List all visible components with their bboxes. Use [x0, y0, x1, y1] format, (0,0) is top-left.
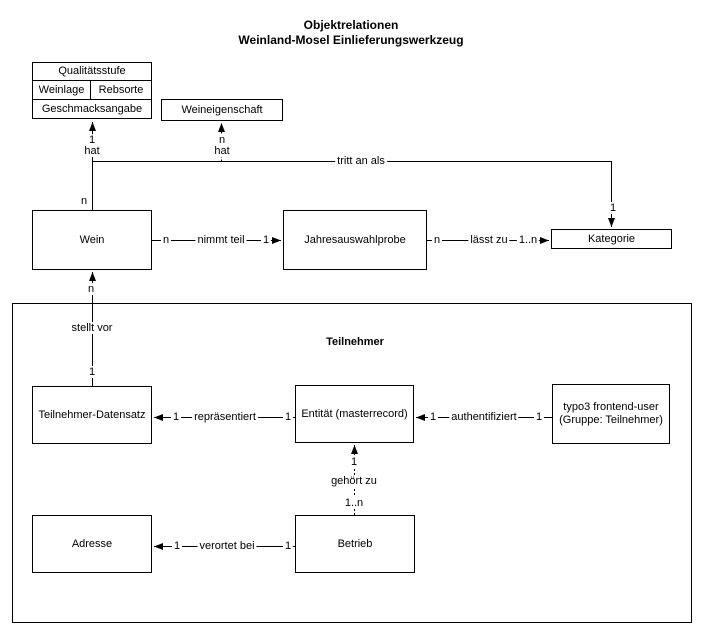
cardinality-tritt-an-als-kategorie: 1: [607, 202, 619, 214]
entity-typo3-frontend-user: typo3 frontend-user (Gruppe: Teilnehmer): [552, 384, 670, 444]
entity-teilnehmer-datensatz: Teilnehmer-Datensatz: [32, 386, 152, 444]
relation-label-hat-qualitaetsstufe: hat: [82, 145, 102, 157]
relation-label-repraesentiert: repräsentiert: [192, 411, 258, 423]
entity-wein: Wein: [32, 210, 152, 270]
entity-adresse-label: Adresse: [71, 537, 113, 550]
cardinality-nimmt-teil-wein: n: [160, 234, 172, 246]
entity-betrieb-label: Betrieb: [337, 537, 373, 550]
cardinality-verortet-bei-adresse: 1: [171, 540, 183, 552]
entity-qualitaetsstufe: Qualitätsstufe: [33, 63, 151, 81]
cardinality-repraesentiert-entitaet: 1: [282, 411, 294, 423]
cardinality-gehoert-zu-entitaet: 1: [348, 456, 360, 468]
group-box-teilnehmer: [12, 303, 692, 623]
relation-label-nimmt-teil: nimmt teil: [195, 234, 247, 246]
cardinality-authentifiziert-entitaet: 1: [427, 411, 439, 423]
cardinality-laesst-zu-jahresauswahlprobe: n: [431, 234, 443, 246]
entity-geschmacksangabe: Geschmacksangabe: [41, 102, 143, 115]
entity-jahresauswahlprobe: Jahresauswahlprobe: [283, 210, 427, 270]
diagram-title-line1: Objektrelationen: [303, 18, 399, 32]
cardinality-stellt-vor-wein: n: [85, 283, 97, 295]
relation-label-verortet-bei: verortet bei: [197, 540, 257, 552]
entity-weineigenschaft: Weineigenschaft: [161, 99, 283, 121]
cardinality-stellt-vor-teilnehmer-datensatz: 1: [86, 366, 98, 378]
relation-label-stellt-vor: stellt vor: [69, 322, 115, 334]
entity-adresse: Adresse: [32, 515, 152, 573]
relation-label-laesst-zu: lässt zu: [468, 234, 510, 246]
entity-weinlage: Weinlage: [33, 81, 91, 99]
diagram-title: Objektrelationen Weinland-Mosel Einliefe…: [0, 18, 702, 48]
entity-kategorie: Kategorie: [551, 229, 672, 249]
entity-teilnehmer-datensatz-label: Teilnehmer-Datensatz: [38, 408, 146, 421]
cardinality-laesst-zu-kategorie: 1..n: [516, 234, 540, 246]
cardinality-verortet-bei-betrieb: 1: [282, 540, 294, 552]
entity-typo3-frontend-user-line2: (Gruppe: Teilnehmer): [559, 414, 663, 426]
diagram-title-line2: Weinland-Mosel Einlieferungswerkzeug: [238, 33, 464, 47]
cardinality-hat-qualitaetsstufe-wein: n: [80, 195, 88, 207]
entity-betrieb: Betrieb: [295, 515, 415, 573]
relation-label-tritt-an-als: tritt an als: [335, 155, 387, 167]
entity-kategorie-label: Kategorie: [587, 232, 636, 245]
entity-weineigenschaft-label: Weineigenschaft: [181, 103, 263, 116]
cardinality-hat-qualitaetsstufe-arrow: 1: [86, 134, 98, 146]
entity-entitaet-masterrecord: Entität (masterrecord): [295, 385, 414, 443]
cardinality-gehoert-zu-betrieb: 1..n: [342, 497, 366, 509]
entity-wein-label: Wein: [79, 233, 105, 246]
entity-rebsorte: Rebsorte: [98, 83, 144, 96]
entity-jahresauswahlprobe-label: Jahresauswahlprobe: [304, 233, 406, 246]
relation-label-gehoert-zu: gehört zu: [329, 475, 379, 487]
entity-entitaet-masterrecord-label: Entität (masterrecord): [301, 407, 408, 420]
cardinality-authentifiziert-typo3-user: 1: [533, 411, 545, 423]
relation-label-authentifiziert: authentifiziert: [449, 411, 519, 423]
cardinality-hat-weineigenschaft-arrow: n: [216, 134, 228, 146]
cardinality-repraesentiert-teilnehmer-datensatz: 1: [170, 411, 182, 423]
group-label-teilnehmer: Teilnehmer: [326, 336, 384, 348]
cardinality-nimmt-teil-jahresauswahlprobe: 1: [260, 234, 272, 246]
entity-qualitaetsstufe-stack: Qualitätsstufe Weinlage Rebsorte Geschma…: [32, 62, 152, 119]
relation-label-hat-weineigenschaft: hat: [212, 145, 232, 157]
entity-typo3-frontend-user-line1: typo3 frontend-user: [563, 401, 659, 413]
